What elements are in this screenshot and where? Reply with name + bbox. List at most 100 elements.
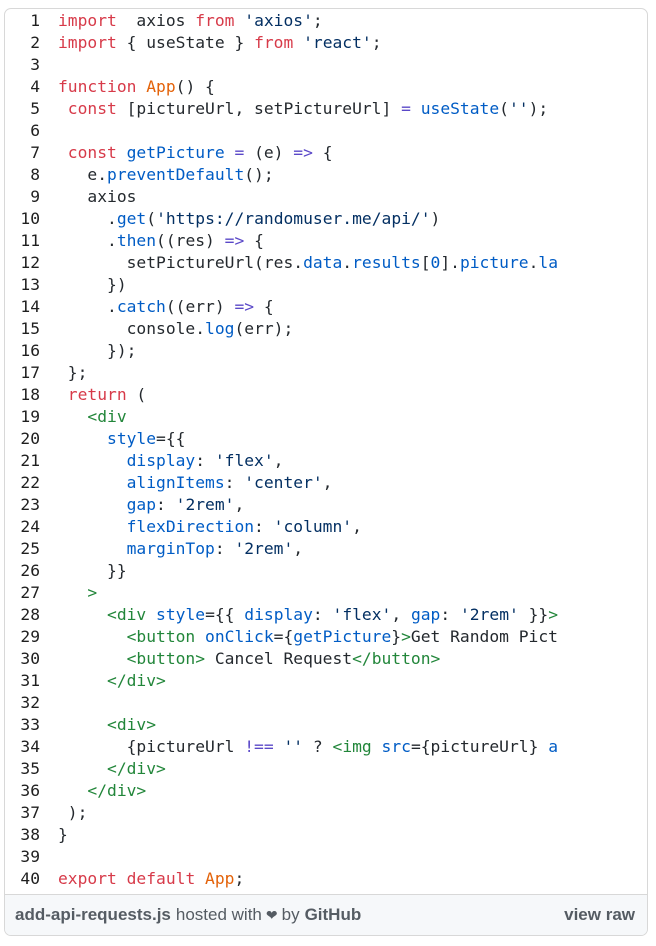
line-number: 4 xyxy=(30,77,40,96)
code-token: () { xyxy=(175,77,215,96)
line-number: 2 xyxy=(30,33,40,52)
line-number: 9 xyxy=(30,187,40,206)
line-content: </div> xyxy=(58,780,146,802)
line-number: 12 xyxy=(20,253,40,272)
code-token: ); xyxy=(58,803,88,822)
code-token: 'https://randomuser.me/api/' xyxy=(156,209,431,228)
code-token: '' xyxy=(273,737,304,756)
line-number: 40 xyxy=(20,869,40,888)
code-token: data xyxy=(303,253,343,272)
line-content: }) xyxy=(58,274,127,296)
code-line: 27 > xyxy=(5,582,647,604)
code-line: 21 display: 'flex', xyxy=(5,450,647,472)
line-number: 13 xyxy=(20,275,40,294)
view-raw-link[interactable]: view raw xyxy=(564,905,635,924)
code-token: ; xyxy=(371,33,382,52)
code-token: gap xyxy=(58,495,157,514)
code-line: 36 </div> xyxy=(5,780,647,802)
code-token: : xyxy=(312,605,333,624)
line-number: 16 xyxy=(20,341,40,360)
code-token: , xyxy=(322,473,333,492)
code-token: style xyxy=(58,429,157,448)
line-content: } xyxy=(58,824,68,846)
code-token: </div> xyxy=(58,759,166,778)
line-number: 31 xyxy=(20,671,40,690)
code-token: ; xyxy=(312,11,323,30)
code-token: } xyxy=(391,627,402,646)
code-token: export xyxy=(58,869,117,888)
line-content: }} xyxy=(58,560,127,582)
code-token: </div> xyxy=(58,781,147,800)
code-token: picture xyxy=(459,253,529,272)
code-token: (); xyxy=(244,165,274,184)
code-token: <button xyxy=(58,649,196,668)
line-number: 19 xyxy=(20,407,40,426)
code-line: 17 }; xyxy=(5,362,647,384)
code-line: 24 flexDirection: 'column', xyxy=(5,516,647,538)
github-link[interactable]: GitHub xyxy=(304,905,362,924)
hosted-with-text: hosted with xyxy=(175,905,262,924)
line-content: .catch((err) => { xyxy=(58,296,274,318)
line-number: 11 xyxy=(20,231,40,250)
line-content: const getPicture = (e) => { xyxy=(58,142,333,164)
line-content: <button> Cancel Request</button> xyxy=(58,648,441,670)
code-token: log xyxy=(205,319,235,338)
code-token: }} xyxy=(518,605,549,624)
code-token: axios xyxy=(58,187,137,206)
code-line: 3 xyxy=(5,54,647,76)
line-content: export default App; xyxy=(58,868,244,890)
code-line: 19 <div xyxy=(5,406,647,428)
line-number: 1 xyxy=(30,11,40,30)
code-token: flexDirection xyxy=(58,517,255,536)
code-token: { xyxy=(244,231,264,250)
line-content: marginTop: '2rem', xyxy=(58,538,303,560)
code-token: : xyxy=(224,473,245,492)
line-number: 18 xyxy=(20,385,40,404)
line-content: }); xyxy=(58,340,136,362)
code-token: results xyxy=(352,253,421,272)
line-number: 38 xyxy=(20,825,40,844)
line-content: <div xyxy=(58,406,126,428)
code-token: import xyxy=(58,33,117,52)
code-token: function xyxy=(58,77,137,96)
code-line: 30 <button> Cancel Request</button> xyxy=(5,648,647,670)
code-token: const xyxy=(58,143,117,162)
code-token: 'column' xyxy=(273,517,353,536)
code-token: return xyxy=(58,385,127,404)
gist-filename-link[interactable]: add-api-requests.js xyxy=(15,905,171,924)
code-line: 37 ); xyxy=(5,802,647,824)
line-number: 30 xyxy=(20,649,40,668)
code-token: 'axios' xyxy=(234,11,313,30)
code-line: 8 e.preventDefault(); xyxy=(5,164,647,186)
code-token: . xyxy=(58,209,117,228)
code-token: => xyxy=(224,231,245,250)
line-number: 21 xyxy=(20,451,40,470)
code-token: marginTop xyxy=(58,539,215,558)
code-line: 39 xyxy=(5,846,647,868)
code-token: get xyxy=(116,209,147,228)
line-content: return ( xyxy=(58,384,146,406)
line-content: .then((res) => { xyxy=(58,230,264,252)
code-token: ={{ xyxy=(205,605,245,624)
code-token: }) xyxy=(58,275,127,294)
line-content: import { useState } from 'react'; xyxy=(58,32,382,54)
code-token: [pictureUrl, setPictureUrl] xyxy=(116,99,402,118)
code-line: 28 <div style={{ display: 'flex', gap: '… xyxy=(5,604,647,626)
line-content: console.log(err); xyxy=(58,318,294,340)
code-token: <img xyxy=(332,737,372,756)
gist-meta: add-api-requests.js hosted with ❤ by Git… xyxy=(15,905,361,925)
code-token: style xyxy=(146,605,206,624)
code-token: > xyxy=(401,627,411,646)
code-token: '2rem' xyxy=(459,605,519,624)
code-token: . xyxy=(58,297,117,316)
code-line: 26 }} xyxy=(5,560,647,582)
code-line: 18 return ( xyxy=(5,384,647,406)
code-line: 6 xyxy=(5,120,647,142)
code-line: 25 marginTop: '2rem', xyxy=(5,538,647,560)
code-token: setPictureUrl(res. xyxy=(58,253,304,272)
code-line: 15 console.log(err); xyxy=(5,318,647,340)
code-token: App xyxy=(195,869,235,888)
code-token: getPicture xyxy=(116,143,225,162)
code-line: 29 <button onClick={getPicture}>Get Rand… xyxy=(5,626,647,648)
line-content: <button onClick={getPicture}>Get Random … xyxy=(58,626,558,648)
